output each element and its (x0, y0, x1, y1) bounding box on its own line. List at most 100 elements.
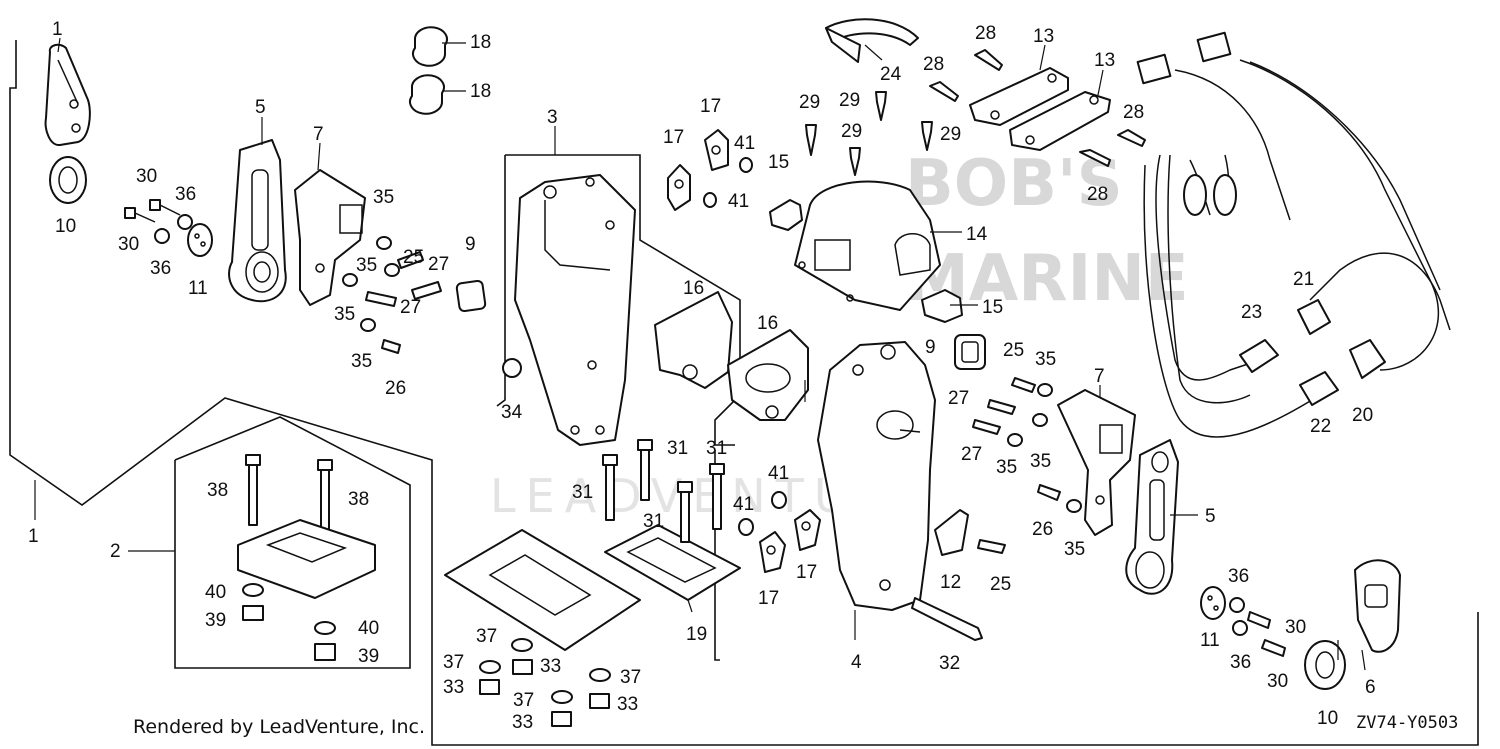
callout-27-r1: 27 (948, 388, 969, 409)
part-35-washer-r4 (1066, 499, 1082, 513)
part-10-grommet-top (49, 156, 87, 204)
callout-27-r2: 27 (961, 444, 982, 465)
part-27-screw-l2 (365, 291, 397, 307)
callout-25-right-a: 25 (1003, 340, 1024, 361)
part-40-washer-b (314, 621, 336, 635)
callout-35-l4: 35 (351, 351, 372, 372)
part-gasket-plate (444, 529, 641, 651)
callout-35-l2: 35 (356, 255, 377, 276)
part-25-screw-right-a (1011, 377, 1036, 393)
callout-36-b: 36 (150, 258, 171, 279)
callout-17-a: 17 (663, 127, 684, 148)
part-36-nut-b (154, 228, 170, 244)
callout-39-b: 39 (358, 646, 379, 667)
part-17-clip-upper-b (704, 129, 729, 171)
part-6-handle-cover (1354, 559, 1401, 653)
control-box-frame (505, 154, 741, 446)
leader-lines (57, 37, 1366, 671)
callout-34: 34 (501, 402, 523, 423)
callout-9-right: 9 (925, 337, 936, 358)
part-3-housing-left (514, 174, 636, 446)
part-27-screw-r1 (987, 399, 1016, 415)
callout-19: 19 (686, 624, 707, 645)
part-41-washer-upper-a (739, 157, 753, 173)
part-29-screw-b (849, 147, 861, 176)
callout-22: 22 (1310, 416, 1331, 437)
callout-13-a: 13 (1033, 26, 1054, 47)
callout-20: 20 (1352, 405, 1373, 426)
callout-29-d: 29 (940, 124, 961, 145)
callout-15-lower: 15 (982, 297, 1003, 318)
part-10-grommet-bottom (1304, 640, 1346, 690)
callout-8: 1 (52, 19, 63, 40)
callout-17-d: 17 (758, 588, 779, 609)
part-36-nut-c (1229, 597, 1245, 613)
part-30-screw-d (1261, 639, 1286, 657)
part-37-washer-d (551, 690, 573, 704)
part-40-washer-a (242, 583, 264, 597)
callout-2: 2 (110, 541, 121, 562)
part-37-washer-b (479, 660, 501, 674)
part-41-washer-lower-b (738, 518, 754, 536)
callout-28-b: 28 (923, 54, 944, 75)
assembly-frame (9, 60, 1479, 746)
callout-28-a: 28 (975, 23, 996, 44)
part-28-screw-c (1117, 129, 1146, 147)
part-28-screw-a (974, 49, 1003, 71)
callout-24: 24 (880, 64, 902, 85)
part-14-cable-cover (794, 180, 941, 311)
callout-37-a: 37 (476, 626, 497, 647)
wire-harness (1143, 59, 1451, 438)
part-35-washer-r2 (1032, 413, 1048, 427)
part-41-washer-upper-b (703, 192, 717, 208)
callout-39-a: 39 (205, 610, 226, 631)
diagram-code: ZV74-Y0503 (1356, 713, 1459, 733)
callout-41-a: 41 (734, 133, 755, 154)
part-29-screw-c (875, 91, 887, 121)
callout-30-c: 30 (1285, 617, 1306, 638)
part-36-nut-d (1232, 620, 1248, 636)
part-15-clamp-upper (769, 199, 803, 231)
part-13-bracket-b (1009, 91, 1111, 151)
callout-37-d: 37 (513, 690, 534, 711)
callout-35-r1: 35 (1035, 349, 1056, 370)
part-5-lever-arm-right (1125, 439, 1179, 595)
callout-21: 21 (1293, 269, 1314, 290)
part-24-cover (825, 18, 919, 63)
callout-26-right: 26 (1032, 519, 1053, 540)
callout-33-c: 33 (617, 694, 638, 715)
callout-35-r3: 35 (996, 457, 1017, 478)
part-35-washer-r1 (1037, 383, 1053, 397)
part-18-plug-lower (409, 74, 445, 115)
callout-33-b: 33 (443, 677, 464, 698)
part-20-connector (1349, 339, 1386, 379)
callout-27-l2: 27 (400, 297, 421, 318)
part-33-nut-b (479, 679, 500, 695)
callout-10-bottom: 10 (1317, 708, 1338, 729)
part-25-screw-left (397, 251, 424, 269)
callout-30-d: 30 (1267, 671, 1288, 692)
callout-25-left: 25 (403, 247, 424, 268)
part-23-connector (1239, 339, 1279, 373)
callout-36-a: 36 (175, 184, 196, 205)
part-9-cap-right (954, 334, 986, 370)
callout-41-c: 41 (768, 463, 789, 484)
part-17-clip-lower-b (759, 531, 786, 573)
mount-kit-frame (174, 416, 411, 669)
part-22-connector (1299, 371, 1339, 406)
part-35-washer-l3 (342, 273, 358, 287)
callout-11-right: 11 (1200, 630, 1220, 651)
callout-9-left: 9 (465, 234, 476, 255)
part-31-bolt-d (709, 463, 725, 530)
part-19-gasket (604, 524, 741, 601)
part-16-gasket-left (654, 291, 733, 389)
part-37-washer-c (589, 668, 611, 682)
part-16-gasket-right (727, 329, 809, 421)
part-5-lever-arm-left (228, 139, 287, 303)
callout-40-b: 40 (358, 618, 379, 639)
part-17-clip-upper-a (667, 164, 691, 211)
callout-31-b: 31 (667, 438, 688, 459)
callout-18-b: 18 (470, 81, 491, 102)
callout-35-l1: 35 (373, 187, 394, 208)
part-33-nut-d (551, 711, 572, 727)
